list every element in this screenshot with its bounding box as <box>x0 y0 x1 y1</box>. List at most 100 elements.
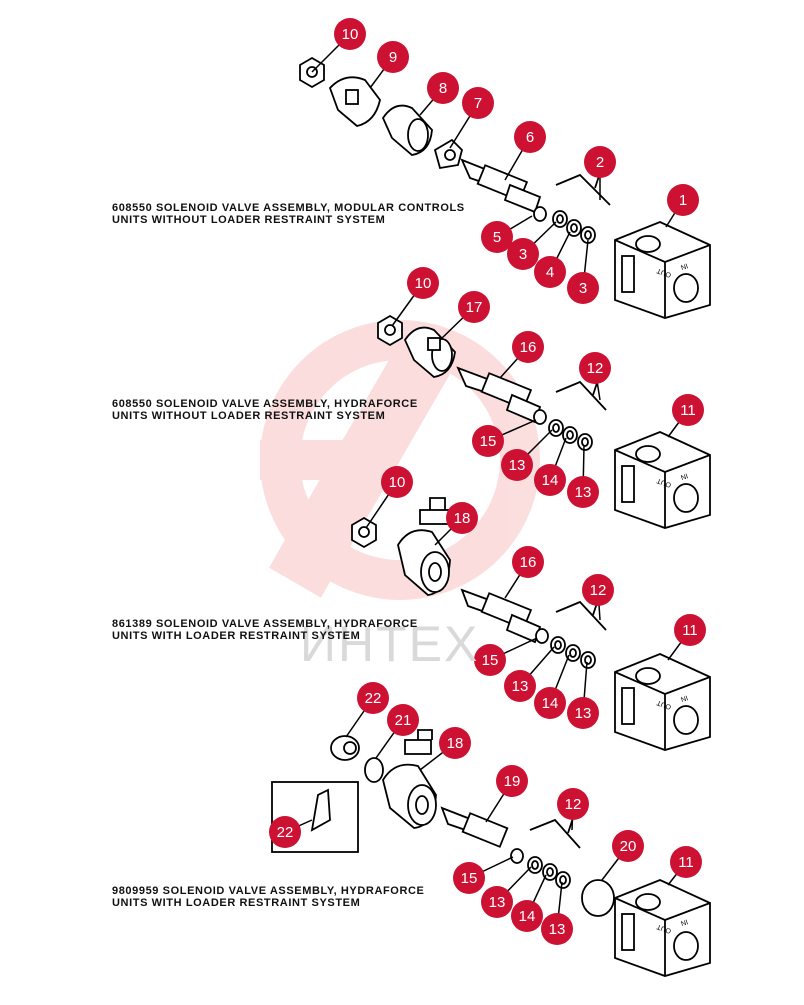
callout-9: 9 <box>377 41 409 73</box>
body-port-label: IN <box>680 262 689 271</box>
callout-17: 17 <box>458 291 490 323</box>
svg-text:12: 12 <box>565 796 582 813</box>
callout-13: 13 <box>567 697 599 729</box>
caption-assembly-3: 861389 SOLENOID VALVE ASSEMBLY, HYDRAFOR… <box>112 618 418 642</box>
callout-12: 12 <box>557 788 589 820</box>
svg-text:16: 16 <box>520 339 537 356</box>
svg-text:14: 14 <box>542 472 559 489</box>
svg-text:20: 20 <box>620 838 637 855</box>
callout-22: 22 <box>357 682 389 714</box>
body-port-label: IN <box>680 918 689 927</box>
svg-text:21: 21 <box>395 712 412 729</box>
svg-text:1: 1 <box>679 192 687 209</box>
svg-text:15: 15 <box>480 433 497 450</box>
callout-4: 4 <box>534 256 566 288</box>
svg-text:16: 16 <box>520 554 537 571</box>
callout-15: 15 <box>474 644 506 676</box>
svg-text:13: 13 <box>549 921 566 938</box>
callout-8: 8 <box>427 72 459 104</box>
callout-1: 1 <box>667 184 699 216</box>
svg-text:10: 10 <box>342 26 359 43</box>
callout-20: 20 <box>612 830 644 862</box>
svg-text:13: 13 <box>575 705 592 722</box>
caption-line: UNITS WITH LOADER RESTRAINT SYSTEM <box>112 630 361 642</box>
svg-text:12: 12 <box>587 360 604 377</box>
svg-text:15: 15 <box>461 870 478 887</box>
assembly-1-parts <box>299 56 711 319</box>
caption-assembly-1: 608550 SOLENOID VALVE ASSEMBLY, MODULAR … <box>112 202 465 226</box>
svg-text:15: 15 <box>482 652 499 669</box>
callout-14: 14 <box>534 464 566 496</box>
callout-11: 11 <box>670 846 702 878</box>
callout-11: 11 <box>672 394 704 426</box>
svg-text:18: 18 <box>447 735 464 752</box>
svg-text:17: 17 <box>466 299 483 316</box>
callout-13: 13 <box>567 476 599 508</box>
body-port-label: IN <box>680 694 689 703</box>
callout-15: 15 <box>472 425 504 457</box>
callout-7: 7 <box>462 87 494 119</box>
caption-line: UNITS WITHOUT LOADER RESTRAINT SYSTEM <box>112 214 386 226</box>
callout-6: 6 <box>514 121 546 153</box>
callout-14: 14 <box>534 687 566 719</box>
callout-14: 14 <box>511 900 543 932</box>
callout-18: 18 <box>446 502 478 534</box>
svg-text:6: 6 <box>526 129 534 146</box>
callout-2: 2 <box>584 146 616 178</box>
svg-text:14: 14 <box>519 908 536 925</box>
svg-text:2: 2 <box>596 154 604 171</box>
svg-text:13: 13 <box>575 484 592 501</box>
callout-16: 16 <box>512 546 544 578</box>
svg-text:3: 3 <box>519 246 527 263</box>
callout-16: 16 <box>512 331 544 363</box>
svg-text:10: 10 <box>389 474 406 491</box>
callout-13: 13 <box>541 913 573 945</box>
callout-10: 10 <box>407 267 439 299</box>
callout-15: 15 <box>453 862 485 894</box>
caption-line: 608550 SOLENOID VALVE ASSEMBLY, HYDRAFOR… <box>112 398 418 410</box>
svg-text:22: 22 <box>277 824 294 841</box>
callout-19: 19 <box>496 765 528 797</box>
caption-line: 608550 SOLENOID VALVE ASSEMBLY, MODULAR … <box>112 202 465 214</box>
svg-text:3: 3 <box>579 280 587 297</box>
caption-assembly-4: 9809959 SOLENOID VALVE ASSEMBLY, HYDRAFO… <box>112 885 425 909</box>
callout-22: 22 <box>269 816 301 848</box>
svg-text:13: 13 <box>489 894 506 911</box>
svg-text:12: 12 <box>590 582 607 599</box>
caption-line: 861389 SOLENOID VALVE ASSEMBLY, HYDRAFOR… <box>112 618 418 630</box>
body-port-label: OUT <box>655 266 672 278</box>
callout-3: 3 <box>567 272 599 304</box>
caption-line: 9809959 SOLENOID VALVE ASSEMBLY, HYDRAFO… <box>112 885 425 897</box>
body-port-label: OUT <box>655 922 672 934</box>
assembly-4-parts <box>271 729 711 977</box>
svg-text:13: 13 <box>509 457 526 474</box>
callout-12: 12 <box>582 574 614 606</box>
svg-text:7: 7 <box>474 95 482 112</box>
callout-3: 3 <box>507 238 539 270</box>
callout-10: 10 <box>334 18 366 50</box>
callout-21: 21 <box>387 704 419 736</box>
callout-12: 12 <box>579 352 611 384</box>
callout-11: 11 <box>674 614 706 646</box>
svg-text:11: 11 <box>682 622 698 639</box>
watermark-text: ИНТЕХ <box>300 616 480 672</box>
body-port-label: OUT <box>655 476 672 488</box>
svg-text:19: 19 <box>504 773 521 790</box>
svg-text:8: 8 <box>439 80 447 97</box>
caption-assembly-2: 608550 SOLENOID VALVE ASSEMBLY, HYDRAFOR… <box>112 398 418 422</box>
assembly-3-parts <box>351 497 711 751</box>
callout-13: 13 <box>501 449 533 481</box>
svg-text:11: 11 <box>678 854 694 871</box>
svg-text:5: 5 <box>493 229 501 246</box>
callout-10: 10 <box>381 466 413 498</box>
callout-13: 13 <box>481 886 513 918</box>
svg-text:14: 14 <box>542 695 559 712</box>
callout-13: 13 <box>504 670 536 702</box>
svg-text:18: 18 <box>454 510 471 527</box>
body-port-label: IN <box>680 472 689 481</box>
svg-text:4: 4 <box>546 264 554 281</box>
caption-line: UNITS WITHOUT LOADER RESTRAINT SYSTEM <box>112 410 386 422</box>
svg-text:22: 22 <box>365 690 382 707</box>
svg-text:10: 10 <box>415 275 432 292</box>
